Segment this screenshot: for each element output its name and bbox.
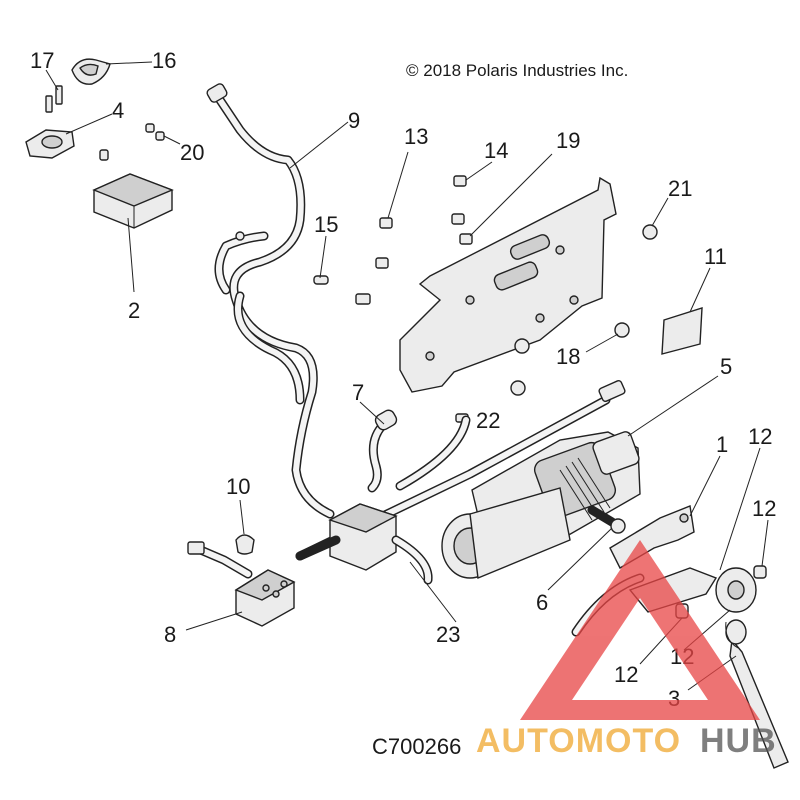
part-6-cable-end [587,505,626,534]
callout-20: 20 [180,140,204,165]
callout-5: 5 [720,354,732,379]
copyright-text: © 2018 Polaris Industries Inc. [406,61,628,80]
callout-6: 6 [536,590,548,615]
callout-11: 11 [704,244,727,269]
callout-22: 22 [476,408,500,433]
part-17-screws [45,85,63,113]
part-18-nuts [510,322,630,396]
part-16-clip [71,58,111,85]
callout-19: 19 [556,128,580,153]
part-4-sensor [25,129,75,159]
callout-8: 8 [164,622,176,647]
callout-18: 18 [556,344,580,369]
part-11-label [661,307,703,355]
callout-12-c: 12 [614,662,638,687]
part-8-solenoid [187,541,296,627]
callout-2: 2 [128,298,140,323]
callout-7: 7 [352,380,364,405]
watermark-text-part2: HUB [700,722,777,760]
part-5-winch [441,431,641,579]
part-3-hook-strap [725,619,789,769]
diagram-code: C700266 [372,734,461,759]
part-9-wiring-harness [206,83,335,519]
part-10-clip [235,534,255,555]
part-20-screws [99,123,165,161]
callout-15: 15 [314,212,338,237]
callout-13: 13 [404,124,428,149]
callout-21: 21 [668,176,692,201]
callout-12-b: 12 [752,496,776,521]
callout-10: 10 [226,474,250,499]
callout-9: 9 [348,108,360,133]
callout-16: 16 [152,48,176,73]
watermark-text-part1: AUTOMOTO [476,722,681,760]
mounting-plate [399,176,617,393]
bolts-13-14-19 [355,175,473,305]
part-21-nut [642,224,658,240]
callout-23: 23 [436,622,460,647]
part-15-pin [313,275,329,285]
part-23-relay-harness [295,503,433,585]
watermark-logo: AUTOMOTO HUB [476,540,777,760]
callout-12-a: 12 [748,424,772,449]
callout-4: 4 [112,98,124,123]
callout-17: 17 [30,48,54,73]
callout-14: 14 [484,138,508,163]
part-2-control-module [92,173,174,229]
callout-1: 1 [716,432,728,457]
part-7-cable [367,409,398,493]
watermark-triangle [520,540,760,720]
